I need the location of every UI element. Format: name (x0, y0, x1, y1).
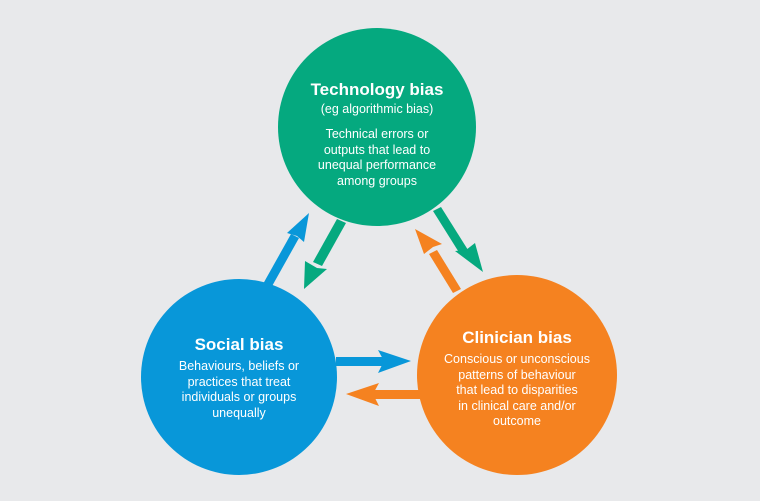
description-line: outcome (493, 414, 541, 428)
technology-bias-text: Technology bias (eg algorithmic bias) Te… (297, 80, 457, 189)
clinician-bias-text: Clinician bias Conscious or unconscious … (432, 328, 602, 430)
technology-bias-subtitle: (eg algorithmic bias) (320, 102, 434, 116)
technology-bias-description: Technical errors or outputs that lead to… (297, 127, 457, 189)
arrow-clinician-to-social (346, 383, 421, 406)
social-bias-text: Social bias Behaviours, beliefs or pract… (159, 335, 319, 421)
social-bias-title: Social bias (194, 335, 284, 354)
clinician-bias-title: Clinician bias (462, 328, 572, 347)
technology-bias-circle (278, 28, 476, 226)
description-line: that lead to disparities (456, 383, 578, 397)
description-line: unequally (212, 405, 266, 420)
description-line: among groups (337, 173, 417, 188)
description-line: Conscious or unconscious (444, 352, 590, 366)
social-bias-circle (141, 279, 337, 475)
description-line: Technical errors or (325, 127, 429, 141)
description-line: in clinical care and/or (458, 398, 576, 413)
clinician-bias-circle (417, 275, 617, 475)
description-line: practices that treat (187, 374, 291, 389)
social-bias-description: Behaviours, beliefs or practices that tr… (159, 359, 319, 421)
description-line: individuals or groups (181, 390, 297, 404)
description-line: Behaviours, beliefs or (178, 359, 300, 373)
arrow-social-to-technology (263, 213, 309, 288)
arrow-clinician-to-technology (415, 229, 461, 293)
arrow-social-to-clinician (336, 350, 411, 373)
description-line: unequal performance (317, 158, 437, 172)
arrow-technology-to-clinician (433, 207, 483, 272)
arrow-technology-to-social (304, 219, 346, 289)
clinician-bias-description: Conscious or unconscious patterns of beh… (432, 352, 602, 430)
description-line: outputs that lead to (323, 142, 431, 157)
description-line: patterns of behaviour (458, 367, 576, 382)
technology-bias-title: Technology bias (310, 80, 444, 99)
